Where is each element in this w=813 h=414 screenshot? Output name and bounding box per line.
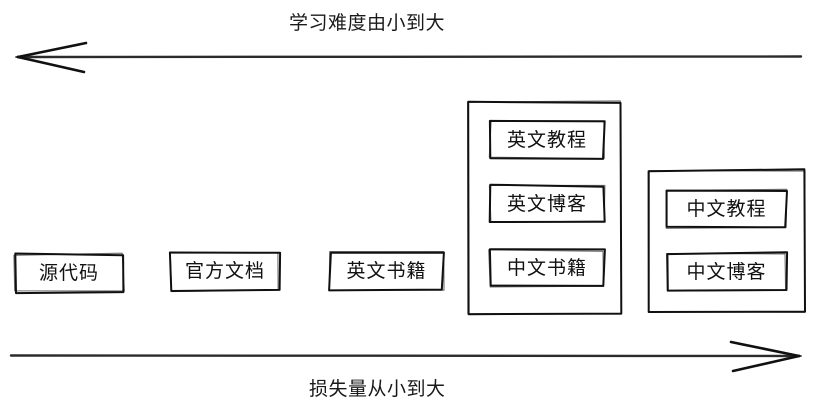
top-axis-arrow	[15, 41, 803, 74]
node-english-books[interactable]: 英文书籍	[328, 250, 445, 292]
node-label: 中文教程	[686, 197, 767, 220]
node-chinese-tutorial[interactable]: 中文教程	[665, 188, 788, 229]
group-english-group[interactable]: 英文教程 英文博客 中文书籍	[467, 100, 623, 316]
node-english-blog[interactable]: 英文博客	[488, 183, 606, 224]
node-label: 中文博客	[686, 260, 767, 283]
node-label: 英文教程	[506, 128, 587, 151]
arrow-left-icon	[15, 41, 803, 74]
node-chinese-blog[interactable]: 中文博客	[665, 251, 789, 292]
bottom-axis-arrow	[9, 340, 802, 373]
node-english-tutorial[interactable]: 英文教程	[488, 119, 606, 160]
node-label: 源代码	[38, 261, 99, 284]
node-label: 英文书籍	[346, 259, 427, 282]
node-official-docs[interactable]: 官方文档	[168, 251, 282, 293]
node-label: 官方文档	[184, 260, 265, 282]
node-chinese-books[interactable]: 中文书籍	[488, 248, 606, 288]
group-chinese-group[interactable]: 中文教程 中文博客	[647, 168, 806, 313]
top-axis-label: 学习难度由小到大	[289, 12, 446, 34]
arrow-right-icon	[9, 340, 802, 373]
node-label: 英文博客	[506, 192, 587, 215]
node-label: 中文书籍	[506, 256, 587, 279]
node-source-code[interactable]: 源代码	[13, 252, 125, 295]
bottom-axis-label: 损失量从小到大	[309, 378, 446, 400]
